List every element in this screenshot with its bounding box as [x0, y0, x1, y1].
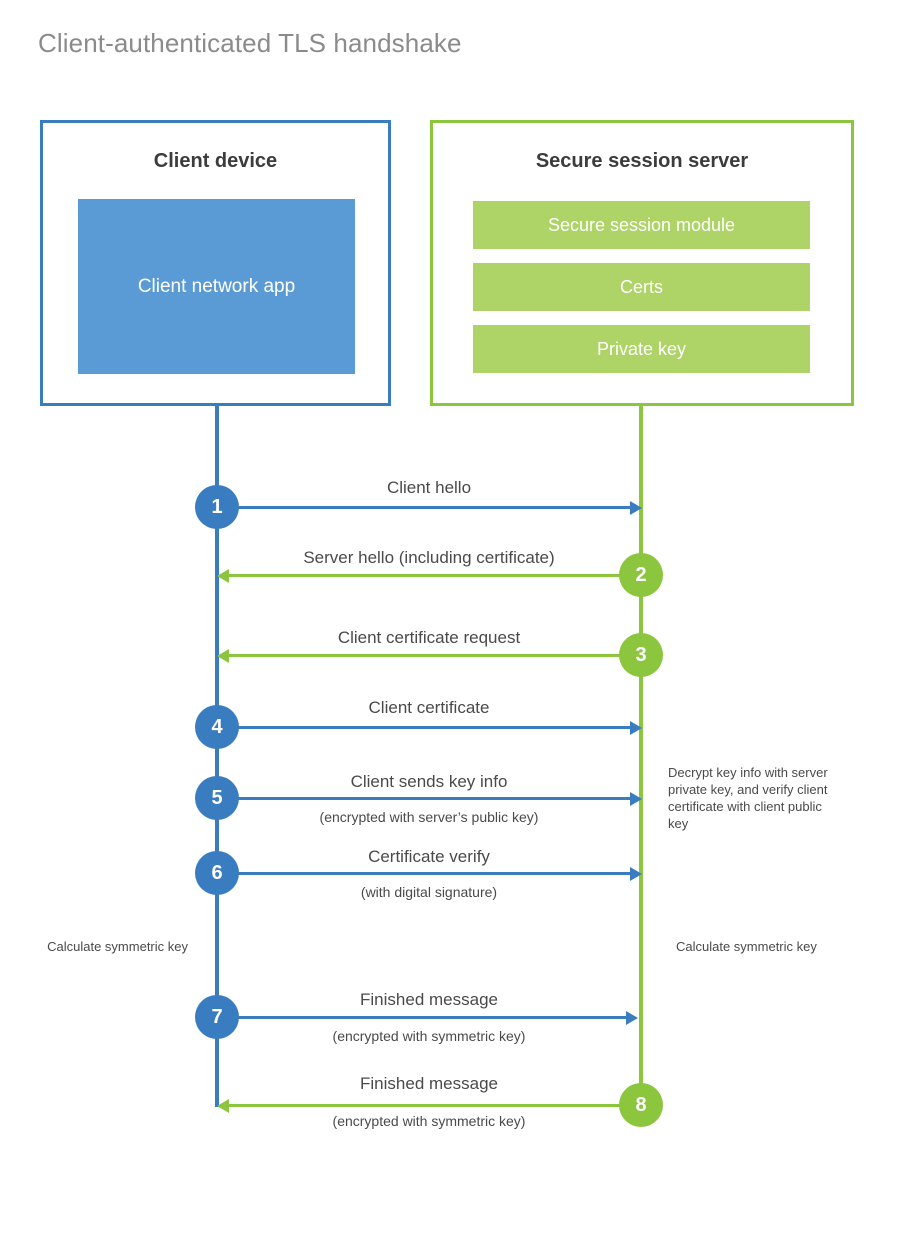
arrow-head-icon	[630, 500, 642, 515]
arrow-head-icon	[630, 720, 642, 735]
step-1-arrow	[217, 500, 642, 515]
step-6-sublabel: (with digital signature)	[360, 884, 498, 900]
step-8-sublabel: (encrypted with symmetric key)	[332, 1113, 526, 1129]
client-network-app-block: Client network app	[78, 199, 355, 374]
step-2-marker[interactable]: 2	[619, 553, 663, 597]
client-lifeline	[215, 406, 219, 1107]
step-7-marker[interactable]: 7	[195, 995, 239, 1039]
secure-session-server-box: Secure session server Secure session mod…	[430, 120, 854, 406]
step-7-arrow	[217, 1010, 638, 1025]
step-5-arrow	[217, 791, 642, 806]
arrow-head-icon	[630, 866, 642, 881]
step-8-label: Finished message	[360, 1074, 498, 1093]
arrow-head-icon	[217, 1098, 229, 1113]
client-device-title: Client device	[153, 150, 278, 172]
step-3-arrow	[217, 648, 641, 663]
server-components-list: Secure session module Certs Private key	[473, 201, 810, 387]
step-4-arrow	[217, 720, 642, 735]
server-calculate-symmetric-key-note: Calculate symmetric key	[676, 939, 817, 954]
step-6-marker[interactable]: 6	[195, 851, 239, 895]
server-decrypt-note: Decrypt key info with server private key…	[668, 765, 828, 831]
step-7-sublabel: (encrypted with symmetric key)	[332, 1028, 526, 1044]
step-8-arrow	[217, 1098, 641, 1113]
step-3-marker[interactable]: 3	[619, 633, 663, 677]
server-component-certs: Certs	[473, 263, 810, 311]
arrow-head-icon	[217, 648, 229, 663]
step-3-label: Client certificate request	[337, 628, 521, 647]
page-title: Client-authenticated TLS handshake	[38, 28, 462, 58]
step-6-arrow	[217, 866, 642, 881]
step-6-label: Certificate verify	[368, 847, 490, 866]
arrow-head-icon	[630, 791, 642, 806]
secure-session-server-title: Secure session server	[535, 150, 749, 172]
arrow-head-icon	[217, 568, 229, 583]
step-4-marker[interactable]: 4	[195, 705, 239, 749]
server-lifeline	[639, 406, 643, 1105]
step-5-marker[interactable]: 5	[195, 776, 239, 820]
step-5-label: Client sends key info	[350, 772, 508, 791]
server-component-secure-session-module: Secure session module	[473, 201, 810, 249]
client-calculate-symmetric-key-note: Calculate symmetric key	[47, 939, 188, 954]
step-8-marker[interactable]: 8	[619, 1083, 663, 1127]
step-1-marker[interactable]: 1	[195, 485, 239, 529]
step-4-label: Client certificate	[368, 698, 490, 717]
arrow-head-icon	[626, 1010, 638, 1025]
step-5-sublabel: (encrypted with server’s public key)	[319, 809, 539, 825]
client-device-box: Client device Client network app	[40, 120, 391, 406]
step-2-arrow	[217, 568, 641, 583]
step-2-label: Server hello (including certificate)	[303, 548, 555, 567]
step-1-label: Client hello	[386, 478, 472, 497]
step-7-label: Finished message	[360, 990, 498, 1009]
server-component-private-key: Private key	[473, 325, 810, 373]
